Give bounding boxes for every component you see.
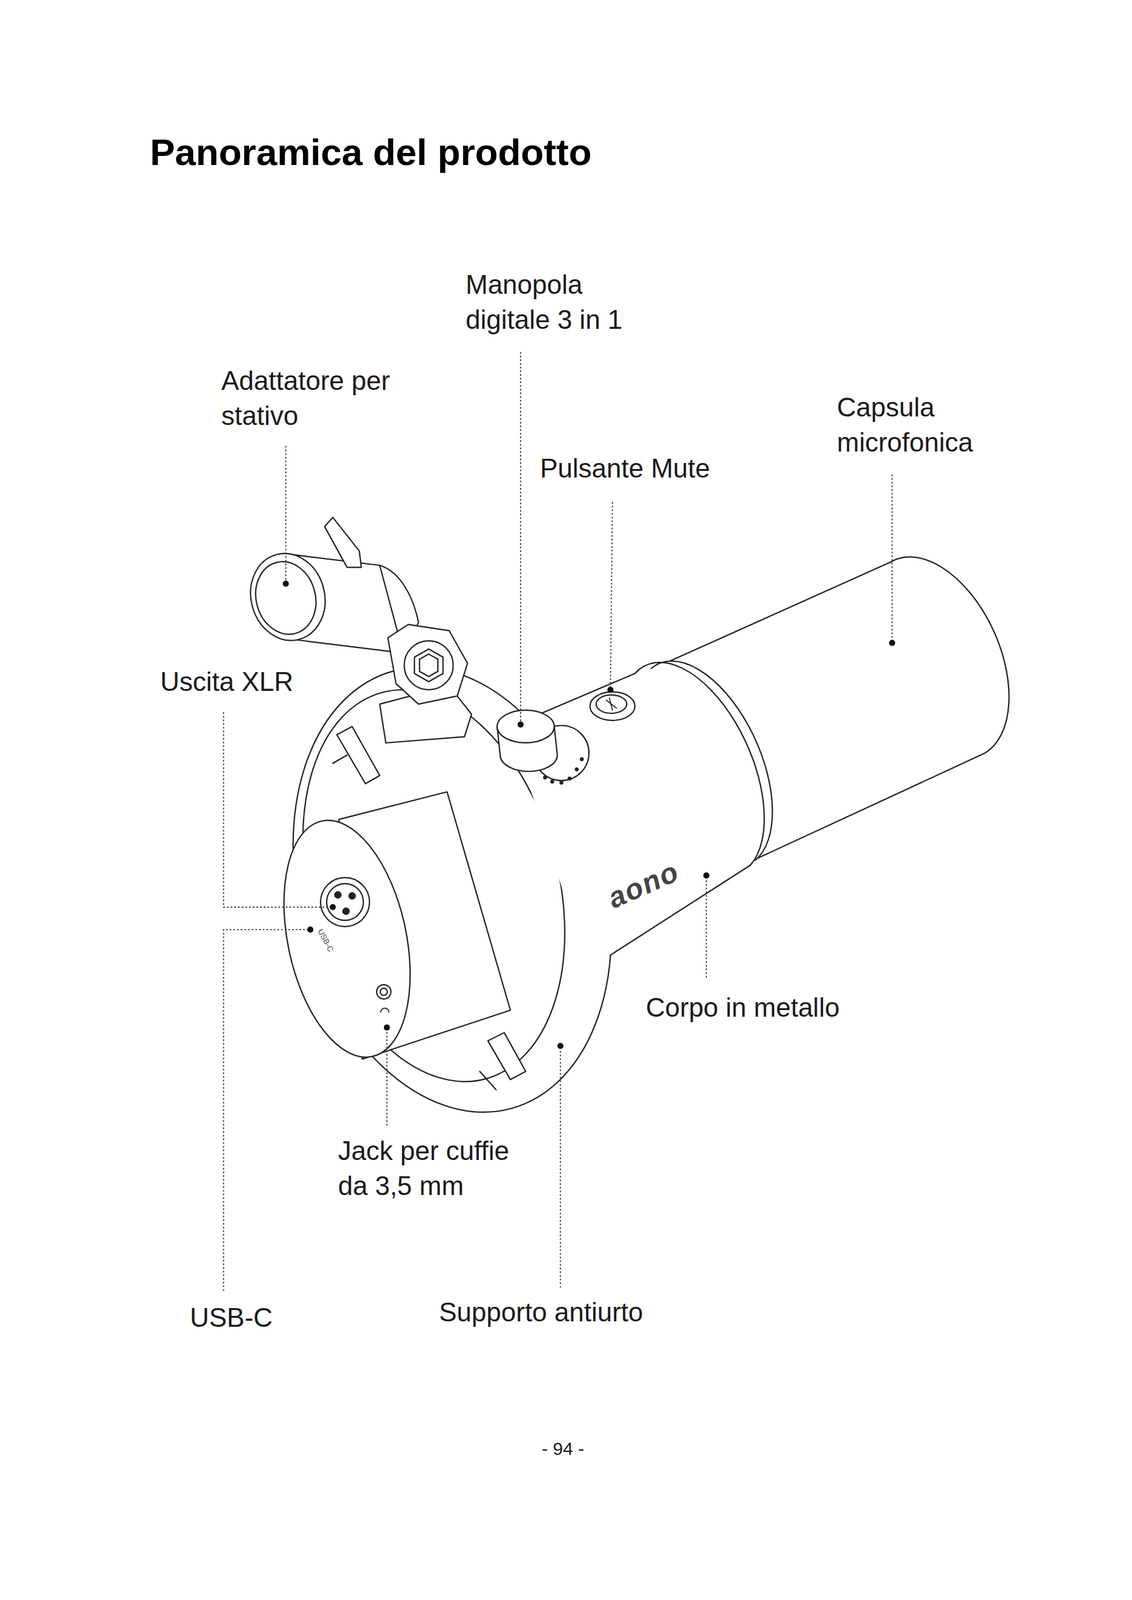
part-label: Manopola digitale 3 in 1 (465, 267, 672, 338)
part-label: Jack per cuffie da 3,5 mm (338, 1133, 544, 1204)
part-label: Uscita XLR (160, 664, 294, 700)
part-label: USB-C (189, 1300, 273, 1336)
part-label: Supporto antiurto (439, 1295, 644, 1331)
part-label: Pulsante Mute (539, 451, 710, 487)
part-label: Corpo in metallo (645, 990, 840, 1026)
page-title: Panoramica del prodotto (149, 129, 592, 176)
part-label: Adattatore per stativo (221, 363, 427, 434)
page-number: - 94 - (541, 1437, 585, 1461)
part-label: Capsula microfonica (836, 390, 1013, 461)
